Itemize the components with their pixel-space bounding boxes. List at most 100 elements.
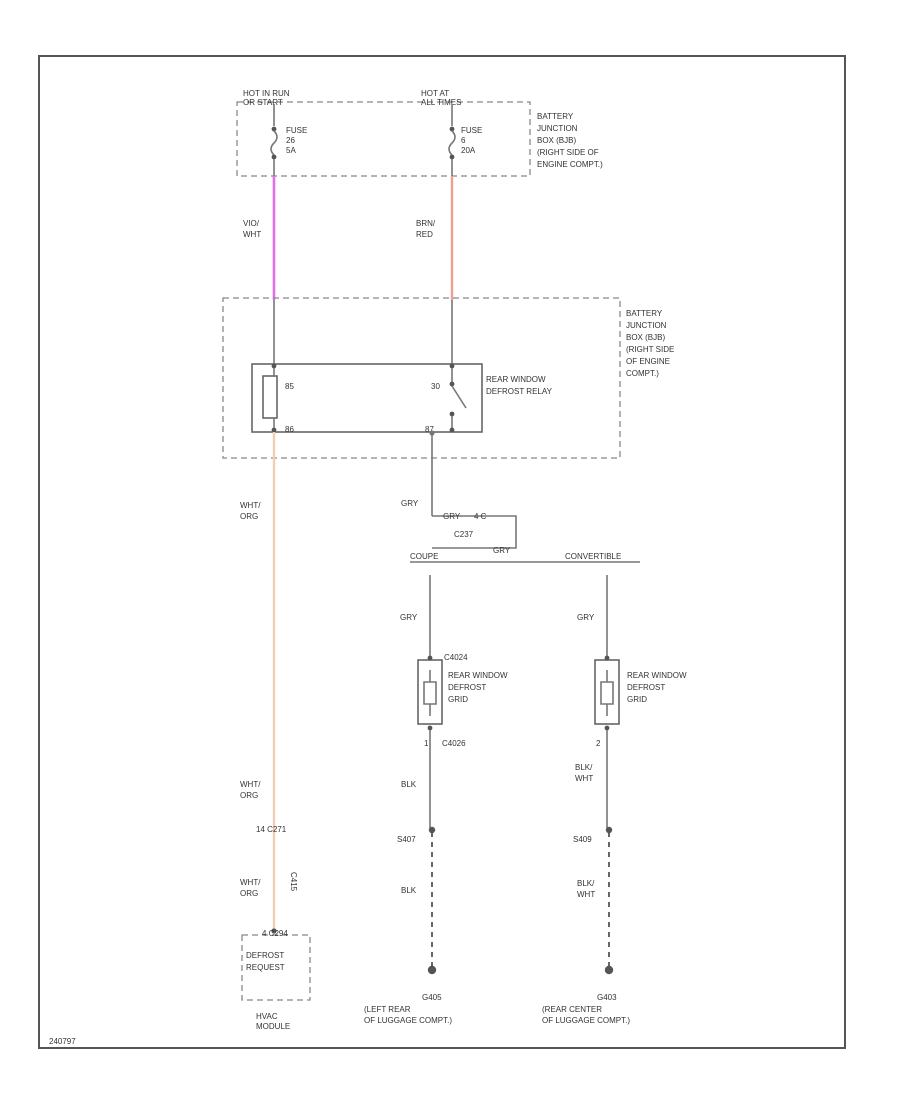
label-bjb-mid-line: COMPT.): [626, 369, 659, 378]
label-wire-gry-left: GRY: [400, 613, 418, 622]
label-relay-name-line: REAR WINDOW: [486, 375, 546, 384]
label-coupe: COUPE: [410, 552, 438, 561]
label-wire-vio-wht: VIO/WHT: [243, 219, 261, 239]
label-wire-wht-org-1-line: WHT/: [240, 501, 261, 510]
label-wire-blk-wht-2: BLK/WHT: [577, 879, 595, 899]
ground-g403: [604, 965, 614, 975]
label-ground-right-loc: (REAR CENTER OF LUGGAGE COMPT.): [542, 1005, 630, 1025]
label-relay-name-line: DEFROST RELAY: [486, 387, 553, 396]
relay-out-node: [429, 430, 435, 436]
label-ground-left-loc-line: OF LUGGAGE COMPT.): [364, 1016, 452, 1025]
label-splice-s409: S409: [573, 835, 592, 844]
label-bjb-top-line: (RIGHT SIDE OF: [537, 148, 599, 157]
label-ground-left-id: G405: [422, 993, 442, 1002]
label-wire-wht-org-1-line: ORG: [240, 512, 258, 521]
label-bjb-mid-line: JUNCTION: [626, 321, 667, 330]
label-hvac-name-line: HVAC: [256, 1012, 278, 1021]
label-grid-left-name: REAR WINDOW DEFROST GRID: [448, 671, 508, 704]
splice-c237-loop: [432, 515, 517, 549]
diagram-frame: [38, 55, 846, 1049]
label-ground-right-id: G403: [597, 993, 617, 1002]
label-hvac-request-line: REQUEST: [246, 963, 285, 972]
label-hvac-name-line: MODULE: [256, 1022, 290, 1031]
label-bjb-mid-line: OF ENGINE: [626, 357, 670, 366]
label-wire-brn-red-line: RED: [416, 230, 433, 239]
label-wire-gry-1: GRY: [401, 499, 419, 508]
fuse-6: [448, 104, 456, 176]
label-bjb-top-line: ENGINE COMPT.): [537, 160, 603, 169]
label-hot-run-start-line: OR START: [243, 98, 283, 107]
rear-window-defrost-grid-left: [417, 655, 443, 731]
bjb-top-outline: [236, 101, 531, 177]
relay-pin-87: 87: [425, 425, 434, 434]
label-hvac-request-line: DEFROST: [246, 951, 284, 960]
label-fuse-6-line: FUSE: [461, 126, 482, 135]
label-bjb-mid-line: (RIGHT SIDE: [626, 345, 674, 354]
relay-pin-86: 86: [285, 425, 294, 434]
label-bjb-mid-line: BOX (BJB): [626, 333, 665, 342]
hvac-module-outline: [241, 934, 311, 1001]
label-bjb-top-line: BOX (BJB): [537, 136, 576, 145]
label-hvac-pin: 4 C294: [262, 929, 288, 938]
label-wire-vio-wht-line: WHT: [243, 230, 261, 239]
label-wire-wht-org-3: WHT/ORG: [240, 878, 261, 898]
fuse-26: [270, 104, 278, 176]
label-wire-vio-wht-line: VIO/: [243, 219, 260, 228]
relay-pin-30: 30: [431, 382, 440, 391]
label-wire-blk-wht-2-line: BLK/: [577, 879, 595, 888]
label-ground-left-loc-line: (LEFT REAR: [364, 1005, 411, 1014]
label-splice-s407: S407: [397, 835, 416, 844]
label-wire-brn-red-line: BRN/: [416, 219, 436, 228]
label-hvac-request: DEFROST REQUEST: [246, 951, 285, 972]
label-wire-gry-2: GRY: [493, 546, 511, 555]
rear-window-defrost-relay: [251, 363, 483, 433]
label-wire-blk-wht-2-line: WHT: [577, 890, 595, 899]
label-wire-wht-org-3-line: ORG: [240, 889, 258, 898]
label-wire-wht-org-1: WHT/ORG: [240, 501, 261, 521]
label-grid-left-name-line: GRID: [448, 695, 468, 704]
label-relay-name: REAR WINDOW DEFROST RELAY: [486, 375, 553, 396]
label-ground-right-loc-line: (REAR CENTER: [542, 1005, 602, 1014]
label-wire-wht-org-2-line: WHT/: [240, 780, 261, 789]
label-wire-gry-right: GRY: [577, 613, 595, 622]
label-hot-all-times-line: HOT AT: [421, 89, 449, 98]
label-wire-wht-org-2: WHT/ORG: [240, 780, 261, 800]
label-wire-blk-wht-1-line: BLK/: [575, 763, 593, 772]
label-bjb-mid-line: BATTERY: [626, 309, 663, 318]
label-fuse-6-line: 20A: [461, 146, 476, 155]
relay-pin-85: 85: [285, 382, 294, 391]
ground-g405: [427, 965, 437, 975]
label-fuse-26-line: FUSE: [286, 126, 307, 135]
label-wire-blk-1: BLK: [401, 780, 417, 789]
label-ground-left-loc: (LEFT REAR OF LUGGAGE COMPT.): [364, 1005, 452, 1025]
rear-window-defrost-grid-right: [594, 655, 620, 731]
label-splice-pin-b: 4 C: [474, 512, 487, 521]
label-grid-left-name-line: REAR WINDOW: [448, 671, 508, 680]
label-wire-blk-wht-1-line: WHT: [575, 774, 593, 783]
label-hot-all-times-line: ALL TIMES: [421, 98, 461, 107]
splice-s409-dot: [605, 826, 613, 834]
label-hot-run-start-line: HOT IN RUN: [243, 89, 290, 98]
label-ground-right-loc-line: OF LUGGAGE COMPT.): [542, 1016, 630, 1025]
label-grid-left-pin: 1: [424, 739, 429, 748]
label-splice-pin-a: GRY: [443, 512, 461, 521]
label-grid-left-name-line: DEFROST: [448, 683, 486, 692]
label-bjb-mid: BATTERY JUNCTION BOX (BJB) (RIGHT SIDE OF EN…: [626, 309, 674, 378]
label-conn-c415: C415: [289, 872, 298, 892]
label-grid-left-conn-b: C4026: [442, 739, 466, 748]
label-fuse-26-line: 26: [286, 136, 295, 145]
label-wire-brn-red: BRN/RED: [416, 219, 436, 239]
label-bjb-top-line: BATTERY: [537, 112, 574, 121]
label-wire-wht-org-2-line: ORG: [240, 791, 258, 800]
label-grid-right-pin: 2: [596, 739, 601, 748]
splice-s407-dot: [428, 826, 436, 834]
label-wire-wht-org-3-line: WHT/: [240, 878, 261, 887]
label-convertible: CONVERTIBLE: [565, 552, 621, 561]
label-grid-right-name-line: GRID: [627, 695, 647, 704]
